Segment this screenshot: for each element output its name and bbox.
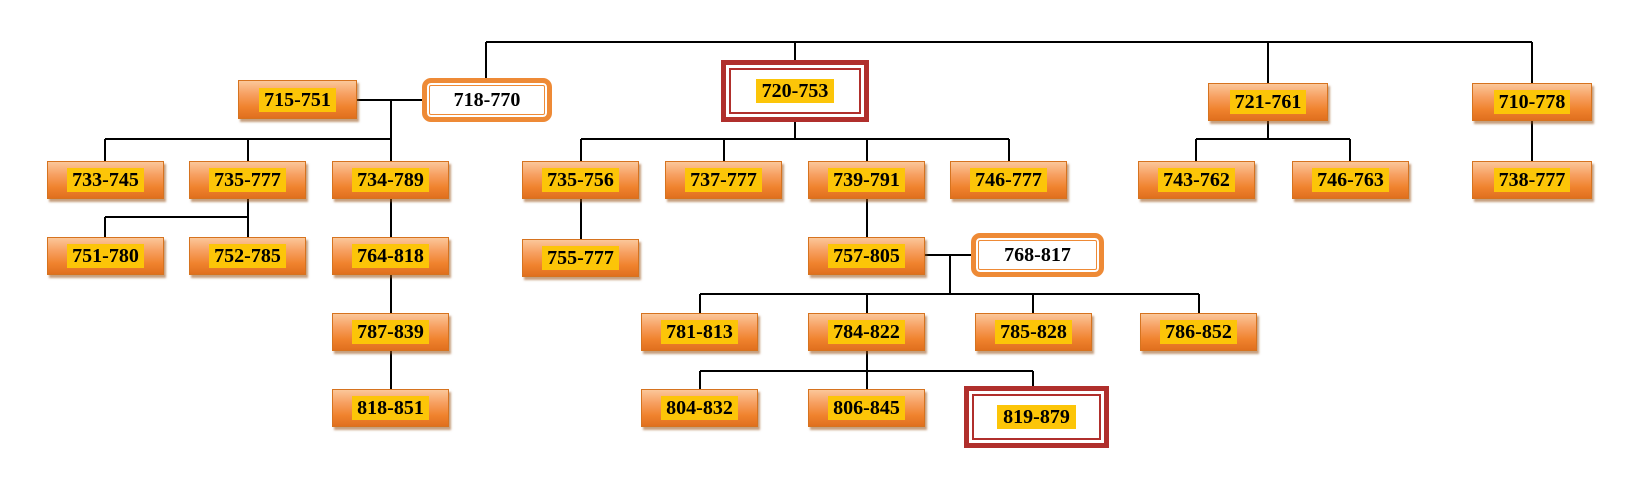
node-735-777[interactable]: 735-777 bbox=[189, 161, 306, 199]
node-746-763[interactable]: 746-763 bbox=[1292, 161, 1409, 199]
node-819-879[interactable]: 819-879 bbox=[964, 386, 1109, 448]
node-label: 739-791 bbox=[828, 168, 905, 192]
node-label: 746-763 bbox=[1312, 168, 1389, 192]
node-label: 746-777 bbox=[970, 168, 1047, 192]
node-label: 734-789 bbox=[352, 168, 429, 192]
node-label: 735-777 bbox=[209, 168, 286, 192]
node-label: 804-832 bbox=[661, 396, 738, 420]
node-label: 768-817 bbox=[1004, 244, 1071, 266]
node-710-778[interactable]: 710-778 bbox=[1472, 83, 1592, 121]
node-781-813[interactable]: 781-813 bbox=[641, 313, 758, 351]
node-738-777[interactable]: 738-777 bbox=[1472, 161, 1592, 199]
node-784-822[interactable]: 784-822 bbox=[808, 313, 925, 351]
node-752-785[interactable]: 752-785 bbox=[189, 237, 306, 275]
node-804-832[interactable]: 804-832 bbox=[641, 389, 758, 427]
node-746-777[interactable]: 746-777 bbox=[950, 161, 1067, 199]
node-label: 785-828 bbox=[995, 320, 1072, 344]
node-768-817[interactable]: 768-817 bbox=[971, 233, 1104, 277]
node-715-751[interactable]: 715-751 bbox=[238, 80, 357, 119]
node-label: 784-822 bbox=[828, 320, 905, 344]
node-720-753[interactable]: 720-753 bbox=[721, 60, 869, 122]
node-818-851[interactable]: 818-851 bbox=[332, 389, 449, 427]
node-757-805[interactable]: 757-805 bbox=[808, 237, 925, 275]
node-755-777[interactable]: 755-777 bbox=[522, 239, 639, 277]
node-label: 787-839 bbox=[352, 320, 429, 344]
node-739-791[interactable]: 739-791 bbox=[808, 161, 925, 199]
node-764-818[interactable]: 764-818 bbox=[332, 237, 449, 275]
node-label: 738-777 bbox=[1493, 168, 1571, 192]
node-label: 755-777 bbox=[542, 246, 619, 270]
node-737-777[interactable]: 737-777 bbox=[665, 161, 782, 199]
node-label: 818-851 bbox=[352, 396, 429, 420]
node-label: 735-756 bbox=[542, 168, 619, 192]
node-label: 721-761 bbox=[1229, 90, 1307, 114]
node-label: 715-751 bbox=[259, 87, 336, 112]
node-786-852[interactable]: 786-852 bbox=[1140, 313, 1257, 351]
node-label: 819-879 bbox=[997, 405, 1076, 429]
node-734-789[interactable]: 734-789 bbox=[332, 161, 449, 199]
node-label: 757-805 bbox=[828, 244, 905, 268]
node-718-770[interactable]: 718-770 bbox=[422, 78, 552, 122]
node-label: 718-770 bbox=[453, 89, 521, 111]
node-785-828[interactable]: 785-828 bbox=[975, 313, 1092, 351]
node-label: 752-785 bbox=[209, 244, 286, 268]
node-label: 764-818 bbox=[352, 244, 429, 268]
node-label: 733-745 bbox=[67, 168, 144, 192]
node-label: 743-762 bbox=[1158, 168, 1235, 192]
node-733-745[interactable]: 733-745 bbox=[47, 161, 164, 199]
node-735-756[interactable]: 735-756 bbox=[522, 161, 639, 199]
node-806-845[interactable]: 806-845 bbox=[808, 389, 925, 427]
node-label: 781-813 bbox=[661, 320, 738, 344]
node-label: 786-852 bbox=[1160, 320, 1237, 344]
node-751-780[interactable]: 751-780 bbox=[47, 237, 164, 275]
node-label: 737-777 bbox=[685, 168, 762, 192]
node-label: 720-753 bbox=[755, 79, 835, 103]
node-743-762[interactable]: 743-762 bbox=[1138, 161, 1255, 199]
node-label: 710-778 bbox=[1493, 90, 1571, 114]
node-label: 751-780 bbox=[67, 244, 144, 268]
node-787-839[interactable]: 787-839 bbox=[332, 313, 449, 351]
node-721-761[interactable]: 721-761 bbox=[1208, 83, 1328, 121]
node-label: 806-845 bbox=[828, 396, 905, 420]
